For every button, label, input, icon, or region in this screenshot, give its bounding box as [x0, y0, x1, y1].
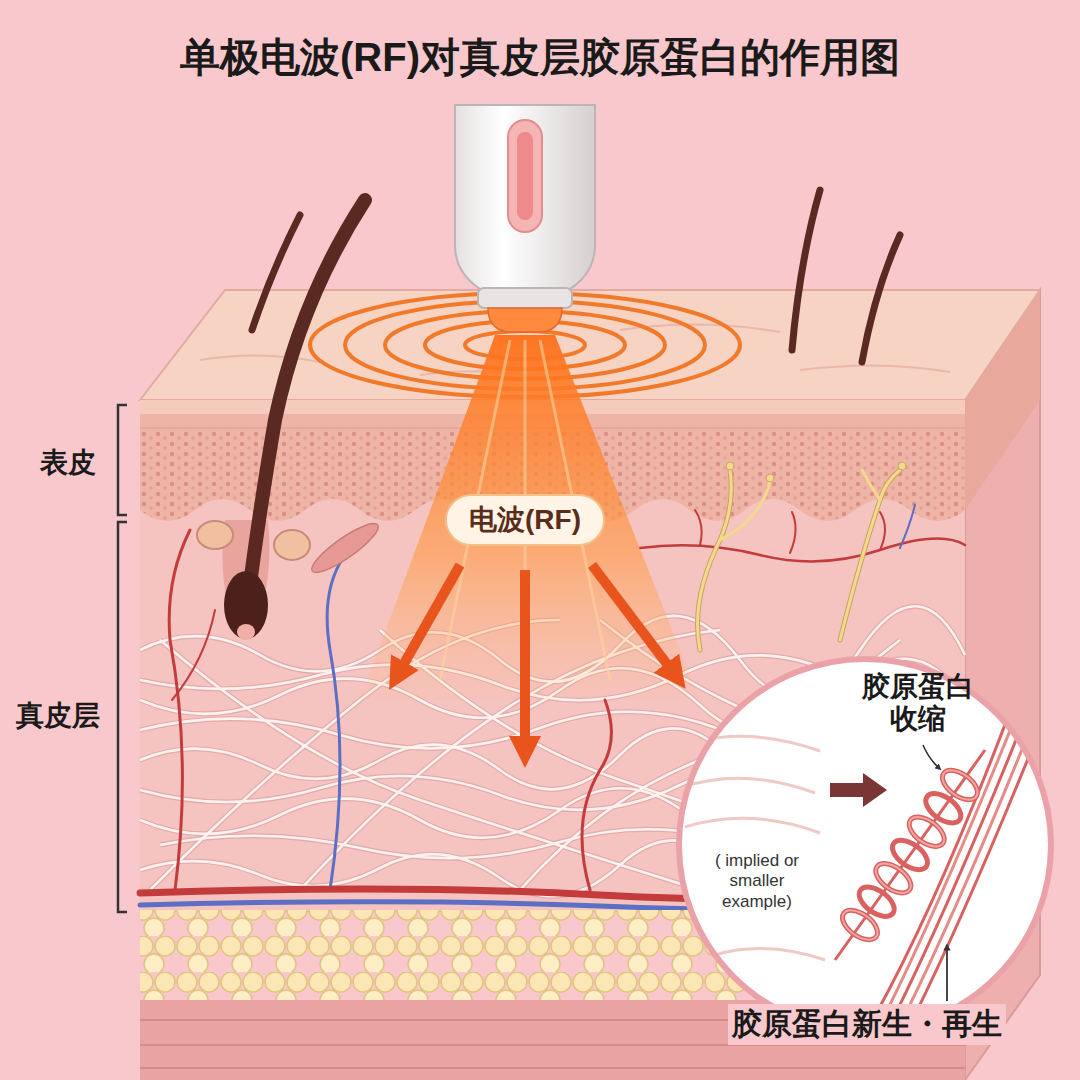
collagen-detail: [835, 750, 985, 960]
leader-line: [946, 947, 948, 1001]
nerves: [698, 470, 732, 650]
blood-vessels: [327, 555, 345, 890]
collagen-detail: [683, 778, 815, 793]
collagen-detail: [715, 949, 825, 960]
collagen-detail: [871, 858, 916, 899]
callout-label: 胶原蛋白新生・再生: [728, 1004, 1006, 1045]
hair-follicle: [252, 215, 300, 330]
collagen-detail: [871, 858, 916, 899]
collagen-detail: [837, 764, 982, 945]
collagen-detail: [921, 788, 966, 829]
leader-line: [923, 745, 939, 768]
blood-vessels: [640, 539, 965, 562]
collagen-detail: [937, 764, 982, 805]
note-text: ( implied or smaller example): [701, 851, 813, 912]
blood-vessels: [172, 610, 215, 700]
nerves: [698, 470, 732, 650]
rf-device: [455, 105, 595, 292]
collagen-detail: [837, 904, 882, 945]
collagen-detail: [683, 655, 1067, 1031]
hair-follicle: [274, 530, 310, 560]
hair-follicle: [237, 624, 255, 640]
hair-follicle: [248, 200, 365, 600]
callout-text: 胶原蛋白 收缩: [855, 671, 980, 735]
rf-device: [488, 308, 562, 332]
rf-beam: [520, 570, 530, 752]
rf-device: [478, 288, 572, 308]
rf-device: [455, 105, 595, 332]
blood-vessels: [169, 530, 190, 890]
skin-surface: [140, 290, 1040, 400]
collagen-detail: [830, 773, 887, 807]
collagen-detail: [887, 834, 932, 875]
nerves: [766, 474, 774, 482]
collagen-inset: [675, 655, 1055, 1035]
collagen-detail: [685, 818, 820, 833]
rf-beam: [592, 565, 676, 676]
collagen-detail: [904, 811, 949, 852]
layer-label: 表皮: [40, 444, 96, 482]
layer-label: 真皮层: [16, 697, 100, 735]
collagen-detail: [837, 904, 882, 945]
collagen-detail: [904, 811, 949, 852]
layer-bracket: [118, 405, 127, 515]
blood-vessels: [900, 505, 915, 548]
nerves: [726, 462, 734, 470]
rf-beam: [397, 565, 460, 676]
inset-circle-node: 胶原蛋白 收缩 ( implied or smaller example): [675, 655, 1055, 1035]
diagram-title: 单极电波(RF)对真皮层胶原蛋白的作用图: [0, 30, 1080, 85]
node-text: 电波(RF): [469, 501, 581, 539]
hair-follicle: [792, 190, 820, 350]
inset-circle: [679, 659, 1051, 1031]
collagen-detail: [854, 881, 899, 922]
rf-device: [517, 132, 533, 220]
hair-follicle: [862, 235, 900, 362]
skin-surface: [140, 290, 1040, 400]
nerves: [898, 462, 906, 470]
label-pill: 电波(RF): [445, 494, 605, 546]
hair-follicle: [197, 521, 233, 549]
nerves: [698, 462, 907, 650]
collagen-detail: [683, 736, 825, 960]
rf-device: [508, 120, 542, 232]
hair-follicle: [306, 517, 383, 579]
inset-border: [679, 659, 1051, 1031]
collagen-detail: [937, 764, 982, 805]
layer-bracket: [118, 522, 127, 912]
nerves: [862, 470, 880, 500]
nerves: [720, 482, 770, 540]
collagen-detail: [837, 764, 982, 945]
rf-beam: [360, 335, 700, 752]
blood-vessels: [582, 700, 611, 890]
nerves: [840, 470, 900, 640]
hair-follicle: [224, 571, 268, 639]
layer-bracket: [118, 405, 127, 912]
nerves: [840, 470, 900, 640]
